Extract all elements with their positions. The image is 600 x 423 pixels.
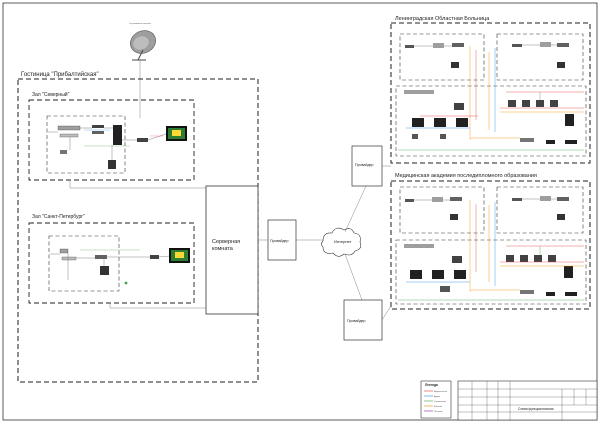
hall-spb-frame [28, 222, 195, 304]
internet-label: Интернет [334, 239, 352, 244]
server-room-box [205, 185, 259, 315]
satellite-label: Спутниковая антенна [129, 23, 152, 25]
internet-cloud-icon [321, 227, 362, 257]
legend-item-ethernet: Ethernet [434, 405, 443, 408]
legend-title: Легенда [425, 383, 438, 387]
hospital-frame [390, 22, 591, 164]
legend-item-audio: Аудио [434, 395, 441, 398]
legend-item-video: Видеосигнал [434, 391, 448, 393]
hospital-title: Ленинградская Областная Больница [395, 16, 490, 22]
hospital-wiring [398, 44, 584, 151]
hall-north-wiring [48, 127, 167, 160]
hotel-frame [17, 78, 259, 383]
hall-north-frame [28, 99, 195, 181]
hall-north-title: Зал "Северный" [32, 91, 70, 98]
hall-spb-rack [48, 235, 120, 292]
main-provider-label: Провайдер [270, 239, 289, 243]
hall-north-equipment [57, 125, 187, 169]
academy-frame [390, 180, 591, 310]
title-block [457, 380, 598, 421]
legend-items: Видеосигнал Аудио Управление Ethernet Пи… [424, 390, 448, 413]
satellite-dish-icon [130, 30, 156, 61]
hall-spb-title: Зал "Санкт-Петербург" [32, 214, 85, 220]
top-provider-label: Провайдер [355, 163, 374, 167]
hall-north-rack [46, 115, 126, 174]
drawing-title: Схема функциональная [518, 407, 554, 411]
hall-spb-equipment [59, 248, 190, 285]
academy-wiring [398, 198, 584, 301]
main-provider-box [267, 219, 297, 261]
academy-title: Медицинская академия последипломного обр… [395, 173, 537, 179]
bottom-provider-label: Провайдер [347, 319, 366, 323]
hotel-links [69, 112, 206, 309]
hospital-rooms [395, 33, 587, 157]
academy-equipment [404, 196, 577, 296]
top-provider-box [351, 145, 383, 187]
legend-item-power: Питание [434, 411, 443, 413]
legend-box [420, 380, 452, 419]
legend-item-control: Управление [434, 401, 447, 403]
academy-rooms [395, 186, 587, 305]
server-room-label-line1: Серверная [212, 239, 240, 245]
hospital-equipment [404, 42, 577, 144]
hall-spb-wiring [50, 249, 170, 280]
server-room-label-line2: комната [212, 246, 234, 252]
hotel-title: Гостиница "Прибалтийская" [21, 71, 99, 78]
